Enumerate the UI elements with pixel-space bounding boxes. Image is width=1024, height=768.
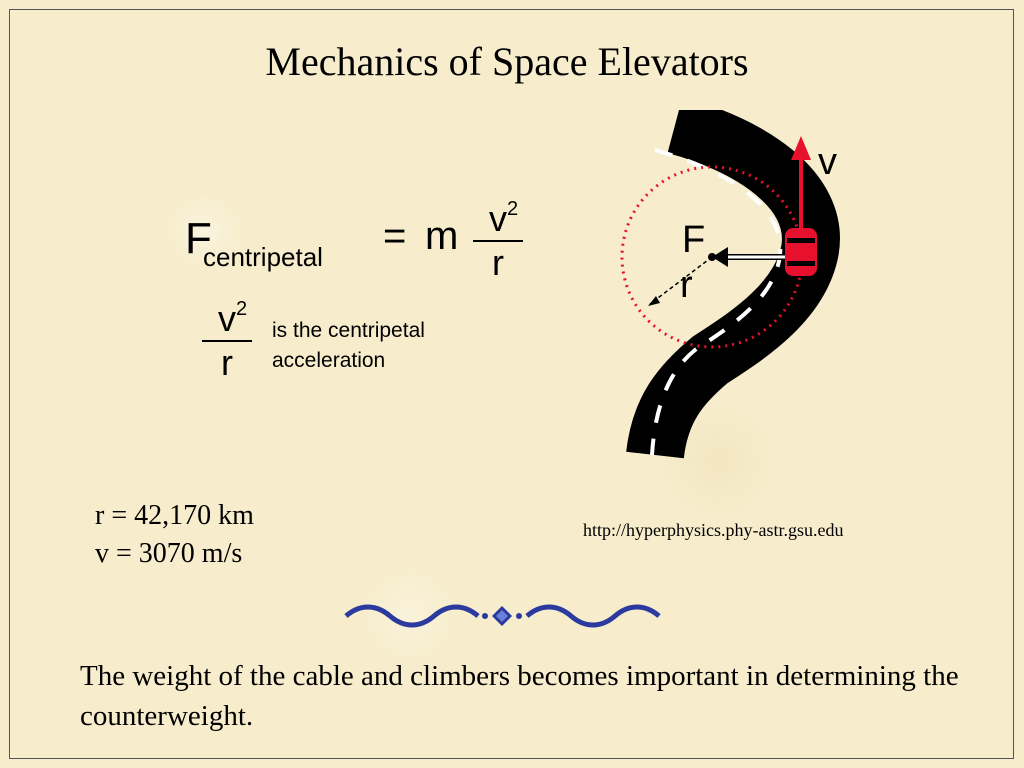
formula-exponent: 2 [507, 198, 519, 220]
formula-fraction-bar [473, 240, 523, 242]
summary-text: The weight of the cable and climbers bec… [80, 660, 959, 732]
acceleration-line-1: is the centripetal [272, 319, 425, 342]
center-point [708, 253, 716, 261]
formula-f: F [185, 214, 212, 263]
radius-arrow-icon [649, 256, 713, 305]
radius-label: r [680, 264, 693, 306]
acceleration-fraction-bar [202, 340, 252, 342]
formula-fraction: v 2 r [473, 198, 523, 283]
divider-right-wave [525, 604, 661, 628]
acceleration-numerator: v [218, 298, 236, 339]
formula-equals: = [383, 214, 407, 258]
formula-numerator: v [489, 198, 507, 239]
car-window-rear [787, 261, 815, 266]
source-credit: http://hyperphysics.phy-astr.gsu.edu [583, 520, 844, 540]
acceleration-description: is the centripetal acceleration [272, 316, 425, 376]
road-center-dashes [650, 148, 783, 456]
formula-mass: m [425, 214, 459, 258]
curved-road-diagram: v F r [620, 110, 840, 460]
force-arrowhead-icon [712, 247, 728, 267]
car-window-front [787, 238, 815, 243]
acceleration-denominator: r [221, 342, 233, 383]
divider-dot-right [516, 613, 522, 619]
radius-arrowhead-icon [648, 296, 660, 306]
car-icon [785, 228, 817, 276]
velocity-arrowhead-icon [791, 136, 811, 160]
acceleration-fraction: v 2 r [202, 298, 252, 383]
road-icon [626, 110, 840, 460]
slide-frame [9, 9, 1014, 759]
acceleration-line-2: acceleration [272, 349, 386, 372]
velocity-label: v [818, 141, 837, 183]
velocity-value: v = 3070 m/s [95, 538, 243, 569]
slide-title: Mechanics of Space Elevators [265, 39, 749, 84]
ornamental-divider-icon [344, 604, 661, 628]
force-label: F [682, 219, 705, 261]
acceleration-note: v 2 r is the centripetal acceleration [200, 298, 500, 385]
radius-value: r = 42,170 km [95, 500, 254, 531]
divider-left-wave [344, 604, 480, 628]
divider-diamond-inner [496, 610, 508, 622]
formula-denominator: r [492, 242, 504, 283]
acceleration-exponent: 2 [236, 298, 248, 320]
centripetal-force-formula: F centripetal = m v 2 r [185, 198, 530, 290]
orbit-values: r = 42,170 km v = 3070 m/s [95, 497, 254, 573]
divider-dot-left [482, 613, 488, 619]
formula-subscript: centripetal [203, 242, 323, 272]
